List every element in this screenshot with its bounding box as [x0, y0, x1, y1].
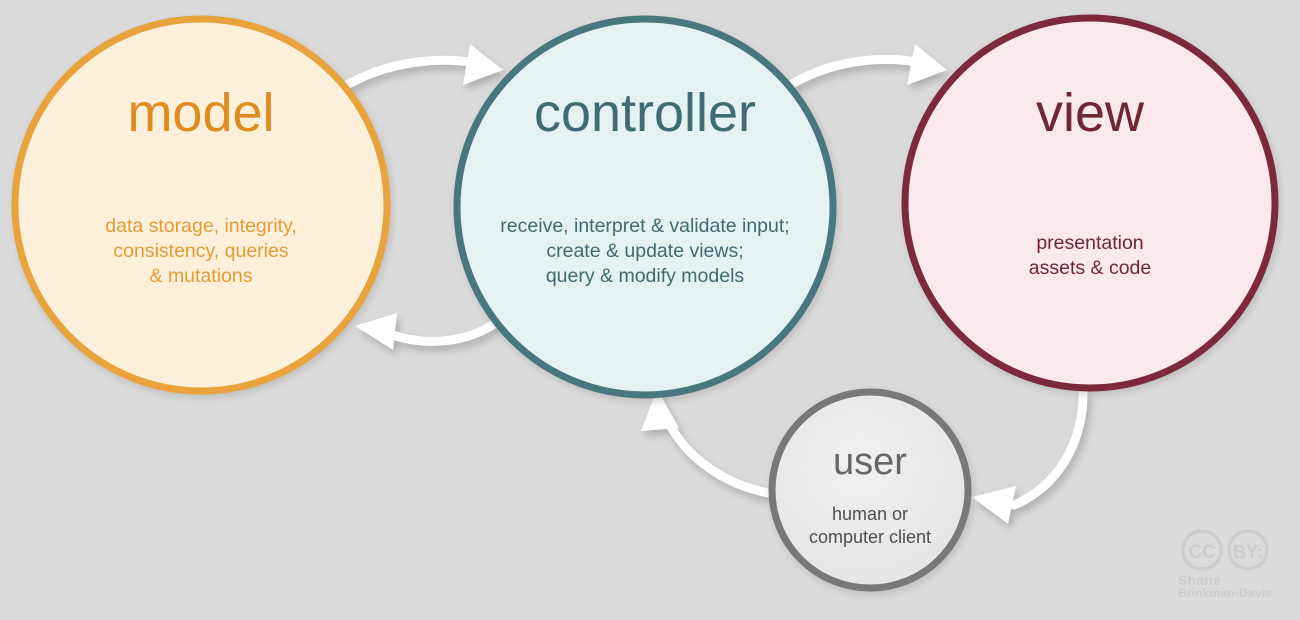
- arrow-controller-to-view: [787, 44, 947, 89]
- arrow-user-to-controller: [641, 389, 780, 499]
- svg-text:BY:: BY:: [1233, 542, 1263, 562]
- node-circle-view[interactable]: [901, 14, 1279, 392]
- node-circle-model[interactable]: [11, 15, 391, 395]
- svg-text:CC: CC: [1188, 542, 1216, 563]
- node-circle-user[interactable]: [768, 388, 972, 592]
- arrow-view-to-user: [972, 385, 1088, 524]
- license-attribution: Shane Brinkman-Davis: [1178, 528, 1290, 610]
- node-circle-controller[interactable]: [453, 15, 837, 399]
- author-first-name: Shane: [1178, 572, 1222, 588]
- arrow-model-to-controller: [340, 44, 503, 91]
- arrow-controller-to-model: [355, 313, 502, 350]
- cc-license-icon[interactable]: CC BY:: [1181, 529, 1269, 571]
- author-last-name: Brinkman-Davis: [1178, 586, 1273, 600]
